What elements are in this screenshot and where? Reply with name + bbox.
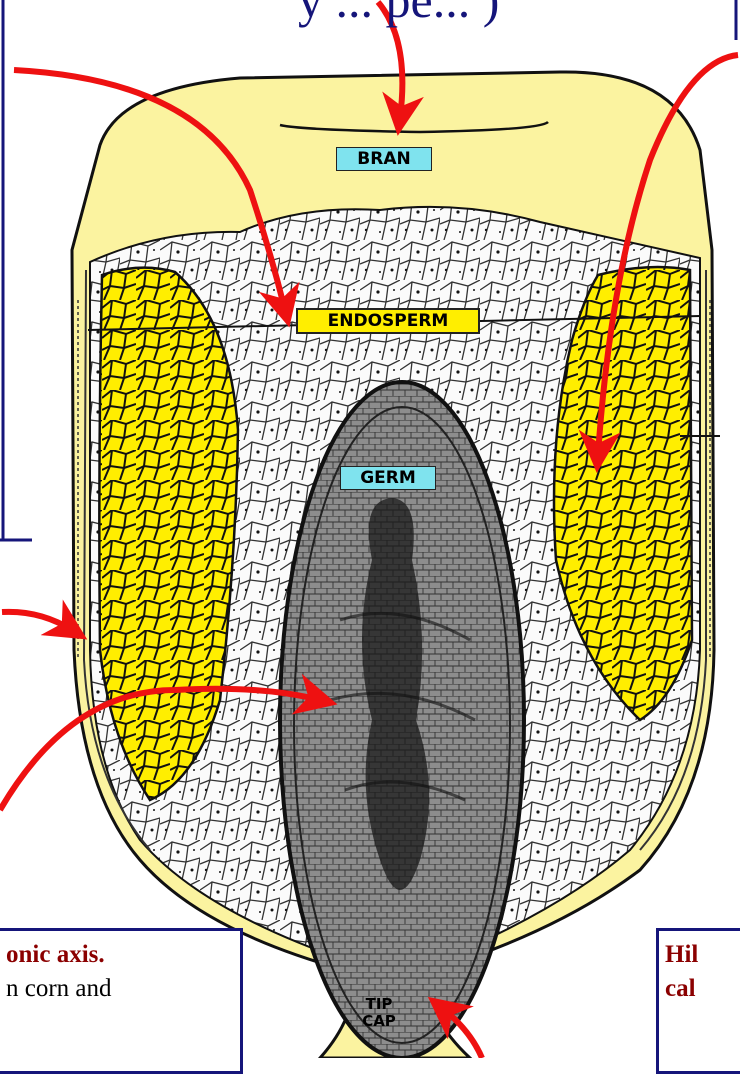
germ-label: GERM [340, 466, 436, 490]
bran-label: BRAN [336, 147, 432, 171]
embryonic-axis-callout: onic axis. n corn and [0, 928, 243, 1074]
hilar-callout: Hil cal [656, 928, 740, 1074]
callout-text: n corn and [6, 975, 112, 1003]
top-heading-text: y ... pe... ) [298, 0, 499, 30]
callout-text: cal [665, 975, 696, 1003]
tip-cap-line2: CAP [356, 1013, 402, 1030]
arrow-icon [2, 612, 72, 630]
callout-title: onic axis. [6, 941, 105, 969]
endosperm-label: ENDOSPERM [296, 308, 480, 334]
callout-title: Hil [665, 941, 698, 969]
tip-cap-line1: TIP [356, 996, 402, 1013]
tip-cap-label: TIP CAP [356, 996, 402, 1030]
